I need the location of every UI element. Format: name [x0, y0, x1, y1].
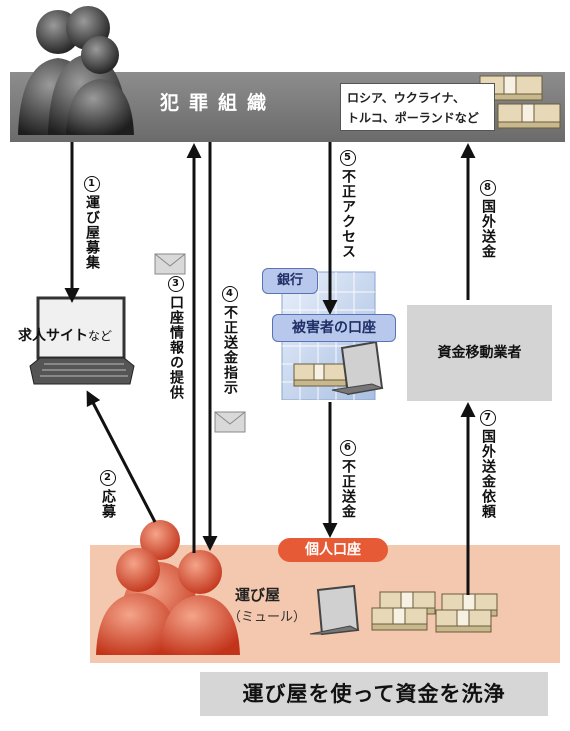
mule-people-icon — [96, 520, 240, 655]
step-8-label: 8 国外送金 — [480, 180, 496, 259]
mule-sublabel: （ミュール） — [228, 610, 307, 625]
step-1-label: 1 運び屋募集 — [84, 176, 100, 270]
step-text: 不正送金指示 — [222, 305, 238, 395]
countries-line-2: トルコ、ポーランドなど — [347, 111, 479, 125]
step-number: 5 — [340, 150, 356, 166]
destination-countries: ロシア、ウクライナ、 トルコ、ポーランドなど — [340, 83, 495, 131]
envelope-icon — [214, 411, 246, 433]
money-stack-icon — [479, 75, 561, 129]
mule-label: 運び屋 — [235, 586, 281, 604]
job-site-label: 求人サイトなど — [18, 325, 112, 345]
personal-account-label: 個人口座 — [278, 538, 388, 562]
envelope-icon — [154, 253, 186, 275]
step-number: 3 — [168, 276, 184, 292]
job-site-name: 求人サイト — [18, 328, 88, 344]
arrow-step-2 — [86, 390, 157, 523]
criminal-people-icon — [18, 6, 134, 135]
money-stack-icon — [371, 591, 498, 633]
step-6-label: 6 不正送金 — [340, 440, 356, 519]
step-text: 口座情報の提供 — [168, 295, 184, 400]
step-text: 不正アクセス — [340, 169, 356, 259]
step-text: 応募 — [100, 489, 116, 519]
money-transfer-operator: 資金移動業者 — [407, 305, 552, 401]
step-4-label: 4 不正送金指示 — [222, 286, 238, 395]
bank-label: 銀行 — [262, 268, 318, 294]
step-7-label: 7 国外送金依頼 — [480, 410, 496, 519]
step-number: 7 — [480, 410, 496, 426]
step-number: 4 — [222, 286, 238, 302]
step-number: 1 — [84, 176, 100, 192]
step-5-label: 5 不正アクセス — [340, 150, 356, 259]
organization-label: 犯罪組織 — [159, 92, 276, 114]
laptop-icon — [309, 584, 360, 636]
step-text: 不正送金 — [340, 459, 356, 519]
job-site-suffix: など — [88, 329, 113, 343]
step-text: 国外送金依頼 — [480, 429, 496, 519]
laptop-icon — [29, 296, 135, 385]
step-3-label: 3 口座情報の提供 — [168, 276, 184, 400]
step-text: 国外送金 — [480, 199, 496, 259]
step-number: 2 — [100, 470, 116, 486]
countries-line-1: ロシア、ウクライナ、 — [347, 91, 465, 105]
step-number: 6 — [340, 440, 356, 456]
diagram-title: 運び屋を使って資金を洗浄 — [200, 672, 548, 716]
step-2-label: 2 応募 — [100, 470, 116, 519]
step-text: 運び屋募集 — [84, 195, 100, 270]
laptop-icon — [331, 340, 384, 396]
step-number: 8 — [480, 180, 496, 196]
money-stack-icon — [293, 363, 347, 387]
victim-account-label: 被害者の口座 — [272, 314, 396, 342]
